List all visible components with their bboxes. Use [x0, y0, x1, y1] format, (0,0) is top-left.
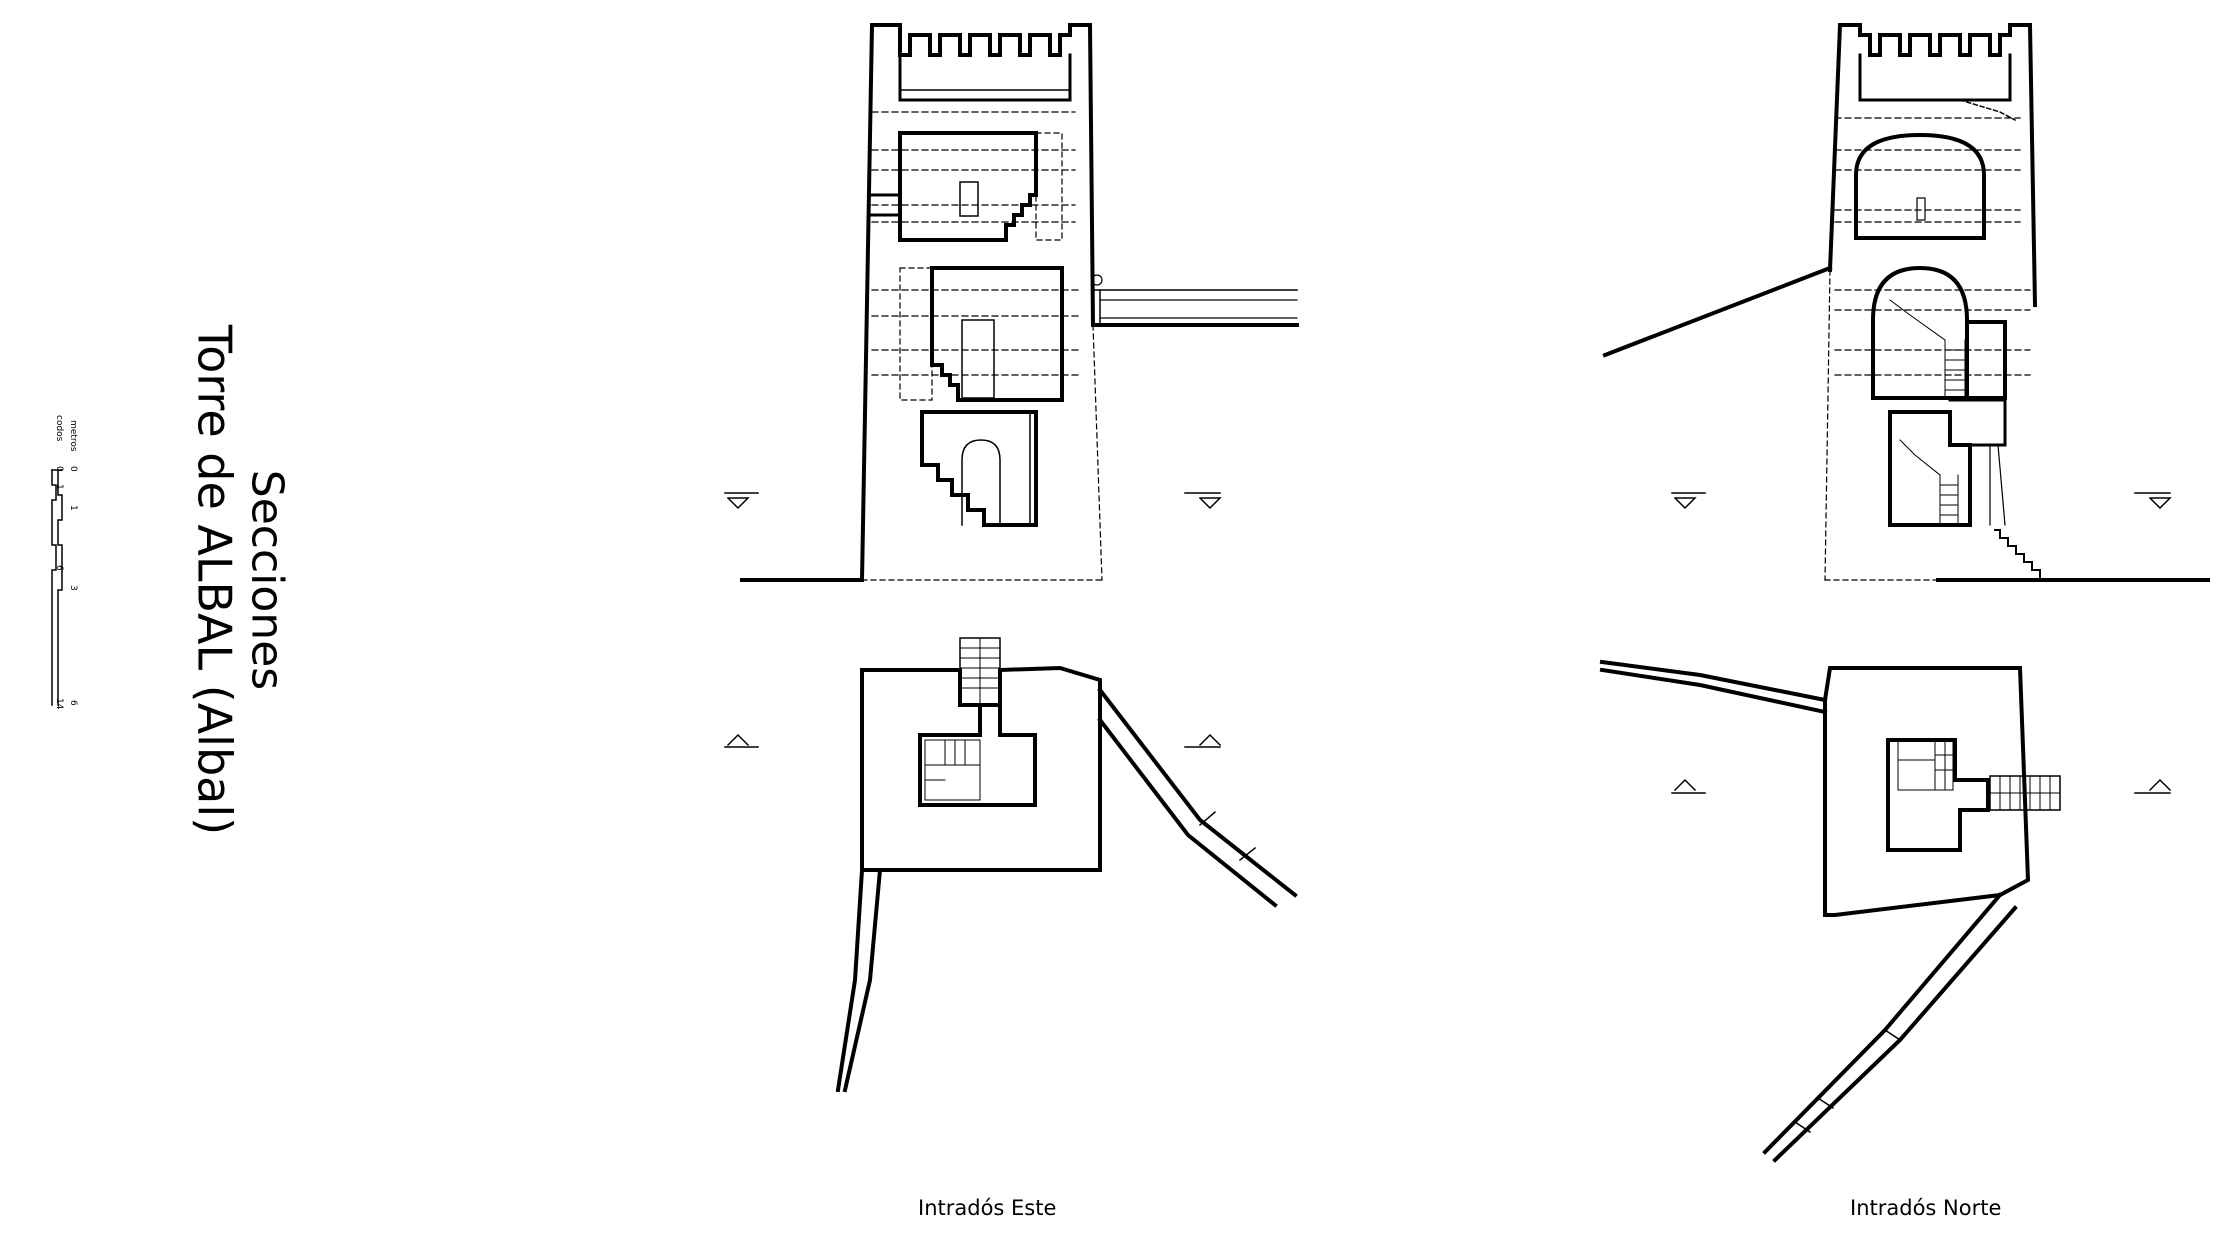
- scale-tick-codos-14: 14: [54, 698, 64, 710]
- scale-tick-metros-1: 1: [68, 505, 78, 511]
- section-elevation-norte: [1602, 23, 2210, 582]
- scale-tick-metros-3: 3: [68, 585, 78, 591]
- plan-este: [724, 637, 1298, 1093]
- scale-tick-metros-0: 0: [68, 466, 78, 472]
- title-torre: Torre de ALBAL (Albal): [188, 324, 243, 836]
- plan-norte: [1599, 659, 2172, 1163]
- caption-intrados-este: Intradós Este: [918, 1196, 1057, 1220]
- section-elevation-este: [724, 23, 1299, 583]
- scale-tick-codos-6: 6: [54, 565, 64, 571]
- scale-tick-codos-1: 1: [54, 484, 64, 490]
- title-secciones: Secciones: [241, 469, 293, 691]
- scale-unit-metros: metros: [68, 420, 78, 452]
- scale-bar: [51, 469, 63, 706]
- scale-tick-metros-6: 6: [68, 700, 78, 706]
- scale-unit-codos: codos: [54, 415, 64, 442]
- caption-intrados-norte: Intradós Norte: [1850, 1196, 2002, 1220]
- scale-tick-codos-0: 0: [54, 466, 64, 472]
- title-rotated: Secciones Torre de ALBAL (Albal): [188, 324, 293, 836]
- title-block: Secciones Torre de ALBAL (Albal): [188, 325, 293, 835]
